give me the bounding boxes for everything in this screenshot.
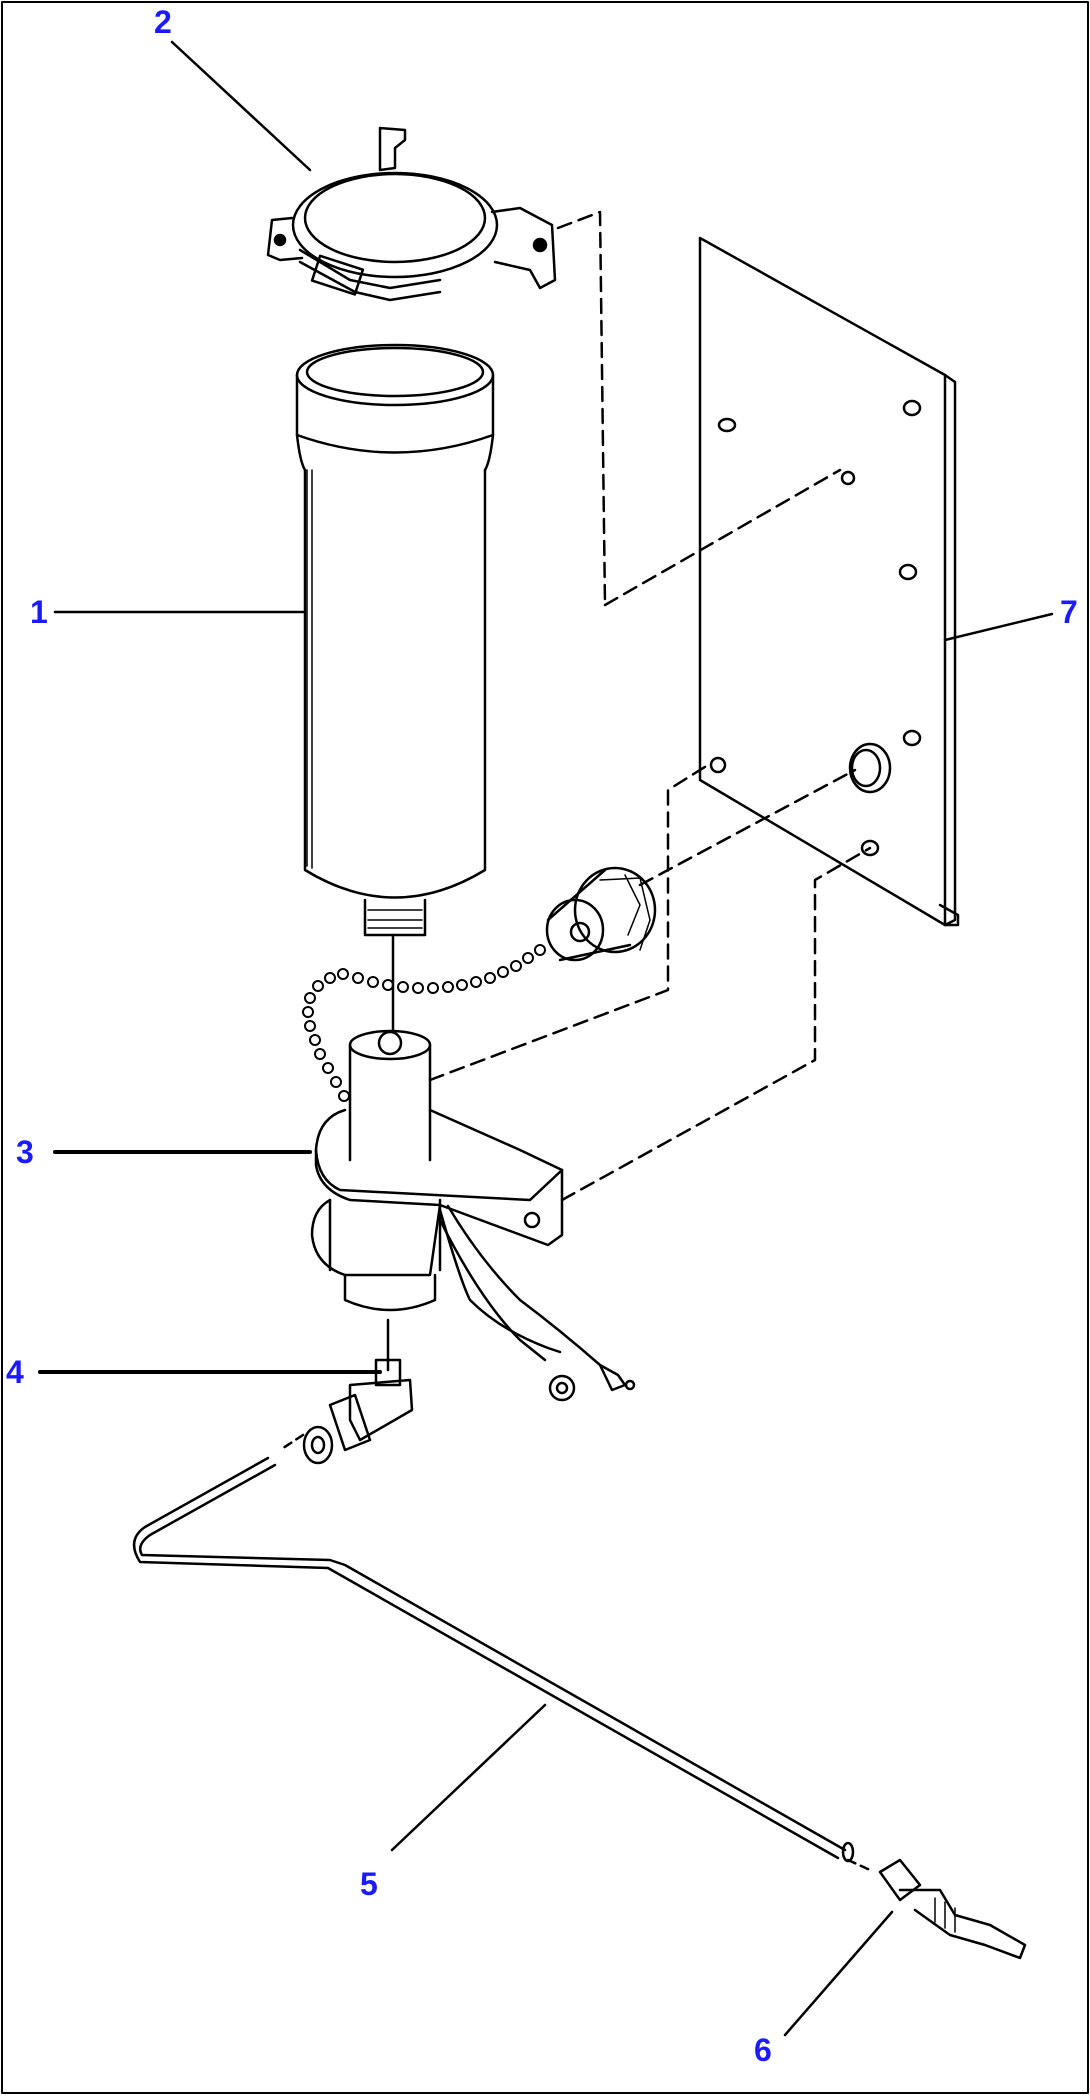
filter-head-part (310, 763, 872, 1402)
mounting-plate-part (698, 236, 960, 927)
callout-5: 5 (360, 1866, 378, 1902)
clamp-ring-part (266, 126, 557, 302)
leader-line-2 (170, 40, 312, 172)
elbow-fitting-part (278, 1358, 414, 1465)
leader-line-6 (783, 1910, 894, 2037)
sensor-fitting-part (878, 1858, 1027, 1960)
callout-1: 1 (30, 594, 48, 630)
callout-2: 2 (154, 4, 172, 40)
leader-lines (38, 40, 1054, 2037)
leader-line-5 (390, 1703, 547, 1852)
callout-3: 3 (16, 1134, 34, 1170)
callout-4: 4 (6, 1354, 24, 1390)
filter-canister-part (295, 343, 495, 937)
callout-6: 6 (754, 2032, 772, 2068)
leader-line-7 (943, 612, 1054, 642)
callout-7: 7 (1060, 594, 1078, 630)
tube-part (132, 1456, 872, 1872)
filter-cap-part (302, 768, 857, 1102)
